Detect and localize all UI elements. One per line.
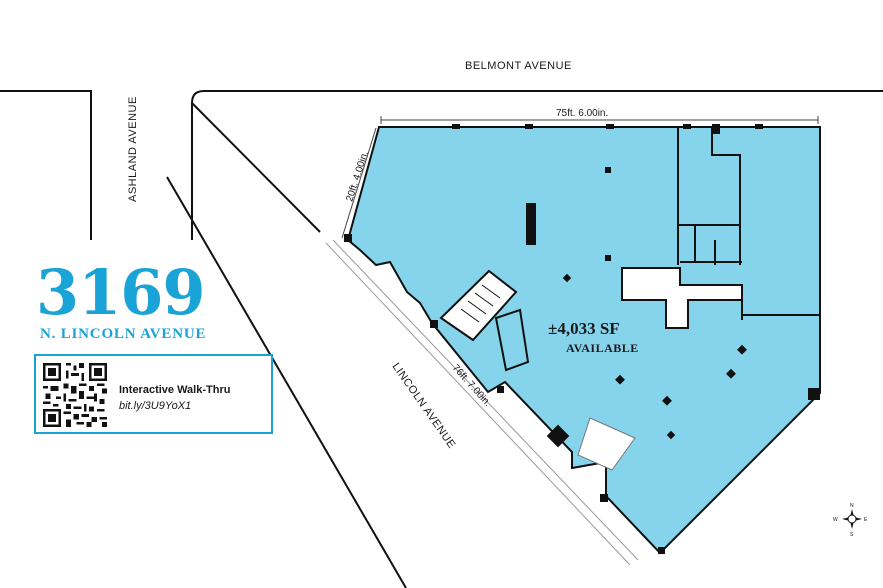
compass-n: N (850, 503, 854, 509)
area-label: ±4,033 SF (548, 319, 620, 338)
stair-enclosure (494, 308, 530, 372)
columns (344, 124, 820, 554)
wall-restroom-div (694, 225, 716, 265)
interior-walls (677, 127, 821, 393)
column-14 (658, 547, 665, 554)
compass-s: S (850, 532, 854, 538)
compass-e: E (864, 517, 868, 523)
wall-pier-5 (712, 124, 720, 134)
column-1 (605, 167, 611, 173)
curb-west-block (0, 90, 92, 240)
column-2 (605, 255, 611, 261)
wall-office-east (711, 127, 741, 265)
column-9 (546, 424, 570, 448)
lincoln-avenue-label: LINCOLN AVENUE (390, 361, 458, 451)
dimension-lines (341, 116, 819, 239)
availability-label: AVAILABLE (566, 341, 639, 355)
curb-belmont-ashland (191, 90, 883, 240)
qr-code-icon (43, 363, 107, 427)
column-12 (430, 320, 438, 328)
stair-lines (460, 284, 501, 323)
column-11 (344, 234, 352, 242)
column-13 (497, 386, 504, 393)
street-curbs (0, 90, 883, 588)
stair-block (439, 269, 518, 342)
belmont-avenue-label: BELMONT AVENUE (465, 60, 572, 72)
column-10 (600, 494, 608, 502)
dim-ticks-top (380, 116, 819, 124)
walkthru-card[interactable]: Interactive Walk-Thru bit.ly/3U9YoX1 (34, 354, 273, 434)
column-4 (737, 344, 747, 355)
column-6 (615, 374, 625, 385)
wall-pier-4 (683, 124, 691, 129)
sidewalk-line-2 (332, 239, 639, 561)
sidewalk-line-1 (325, 242, 631, 566)
sidewalk-lines (325, 239, 639, 566)
property-number: 3169 (36, 256, 206, 329)
column-8 (666, 430, 676, 440)
wall-pier-3 (606, 124, 614, 129)
walkthru-link[interactable]: bit.ly/3U9YoX1 (119, 400, 192, 412)
wall-pier-1 (452, 124, 460, 129)
column-pillar (526, 203, 536, 245)
column-7 (662, 395, 672, 406)
entry-vestibule (577, 417, 636, 471)
stair-treads (460, 284, 501, 323)
dimension-top-label: 75ft. 6.00in. (556, 108, 608, 119)
column-3 (562, 273, 572, 283)
column-5 (726, 368, 736, 379)
curb-lincoln-west (166, 176, 407, 588)
compass-w: W (833, 517, 838, 523)
ashland-avenue-label: ASHLAND AVENUE (127, 96, 139, 202)
wall-pier-6 (755, 124, 763, 129)
core-block (621, 267, 743, 329)
curb-lincoln-east-upper (191, 102, 321, 233)
floor-plan-area (346, 126, 821, 555)
column-15 (808, 388, 820, 400)
walkthru-title: Interactive Walk-Thru (119, 384, 231, 396)
wall-pier-2 (525, 124, 533, 129)
compass-rose-icon: N S E W (833, 503, 868, 538)
property-street: N. LINCOLN AVENUE (40, 326, 207, 342)
dim-line-left (341, 127, 377, 239)
